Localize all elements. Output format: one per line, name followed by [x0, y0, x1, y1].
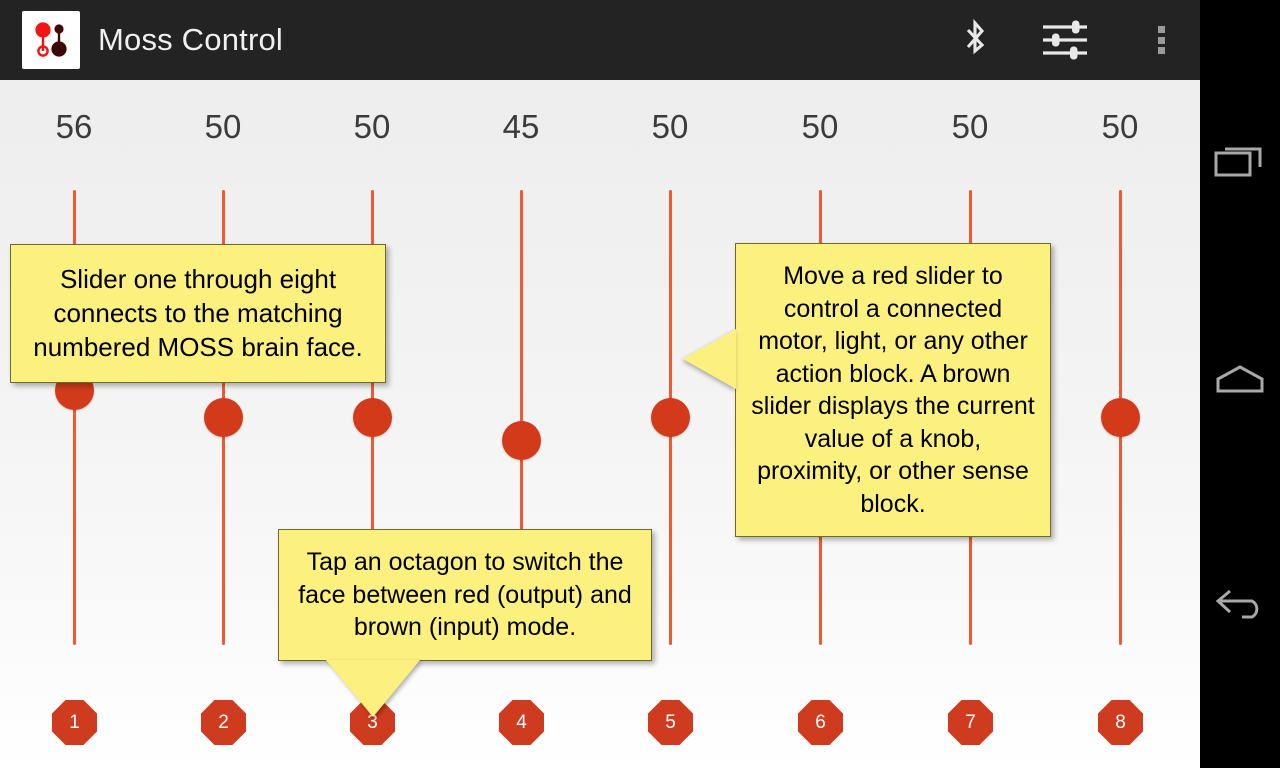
- slider-thumb-2[interactable]: [204, 398, 243, 437]
- slider-value-8: 50: [1101, 108, 1139, 145]
- slider-thumb-4[interactable]: [502, 420, 541, 460]
- face-octagon-8[interactable]: 8: [1098, 700, 1143, 745]
- callout-tail-down-icon: [326, 659, 420, 717]
- callout-octagon-toggle-text: Tap an octagon to switch the face betwee…: [298, 548, 632, 641]
- home-icon[interactable]: [1200, 335, 1280, 425]
- bluetooth-icon[interactable]: [944, 0, 1006, 80]
- recents-glyph: [1214, 147, 1262, 177]
- overflow-dot: [1157, 26, 1165, 33]
- callout-slider-modes-text: Move a red slider to control a connected…: [751, 262, 1035, 518]
- moss-logo-glyph: [35, 22, 67, 57]
- tune-glyph: [1043, 20, 1087, 60]
- slider-column-4: 45 4: [461, 80, 581, 768]
- slider-value-5: 50: [651, 108, 689, 145]
- slider-track-1[interactable]: [73, 190, 76, 645]
- moss-app-icon: [22, 11, 80, 69]
- callout-slider-mapping: Slider one through eight connects to the…: [10, 244, 386, 384]
- slider-thumb-3[interactable]: [353, 398, 392, 437]
- slider-thumb-8[interactable]: [1101, 398, 1140, 437]
- callout-octagon-toggle: Tap an octagon to switch the face betwee…: [278, 529, 652, 717]
- tune-sliders-icon[interactable]: [1034, 0, 1096, 80]
- slider-column-2: 50 2: [163, 80, 283, 768]
- slider-column-8: 50 8: [1060, 80, 1180, 768]
- face-octagon-5[interactable]: 5: [648, 700, 693, 745]
- face-octagon-1[interactable]: 1: [52, 700, 97, 745]
- page-title: Moss Control: [98, 22, 284, 57]
- slider-column-1: 56 1: [14, 80, 134, 768]
- app-window: Moss Control: [0, 0, 1200, 768]
- face-octagon-6[interactable]: 6: [798, 700, 843, 745]
- action-bar: Moss Control: [0, 0, 1200, 80]
- face-octagon-2[interactable]: 2: [201, 700, 246, 745]
- callout-slider-modes: Move a red slider to control a connected…: [683, 243, 1051, 537]
- back-icon[interactable]: [1200, 560, 1280, 650]
- slider-value-7: 50: [951, 108, 989, 145]
- back-glyph: [1215, 589, 1259, 619]
- face-octagon-4[interactable]: 4: [499, 700, 544, 745]
- callout-tail-left-icon: [683, 329, 736, 389]
- overflow-dot: [1157, 36, 1165, 44]
- slider-column-5: 50 5: [610, 80, 730, 768]
- slider-value-2: 50: [204, 108, 242, 145]
- slider-value-4: 45: [502, 108, 540, 145]
- home-glyph: [1216, 365, 1264, 393]
- slider-track-4[interactable]: [520, 190, 523, 645]
- slider-thumb-5[interactable]: [651, 398, 690, 437]
- slider-value-1: 56: [55, 108, 93, 145]
- face-octagon-7[interactable]: 7: [948, 700, 993, 745]
- bluetooth-glyph: [966, 18, 985, 55]
- slider-value-6: 50: [801, 108, 839, 145]
- overflow-dot: [1157, 47, 1165, 54]
- overflow-menu-icon[interactable]: [1134, 0, 1188, 80]
- slider-value-3: 50: [353, 108, 391, 145]
- android-navigation-bar: [1200, 0, 1280, 768]
- recents-icon[interactable]: [1200, 115, 1280, 205]
